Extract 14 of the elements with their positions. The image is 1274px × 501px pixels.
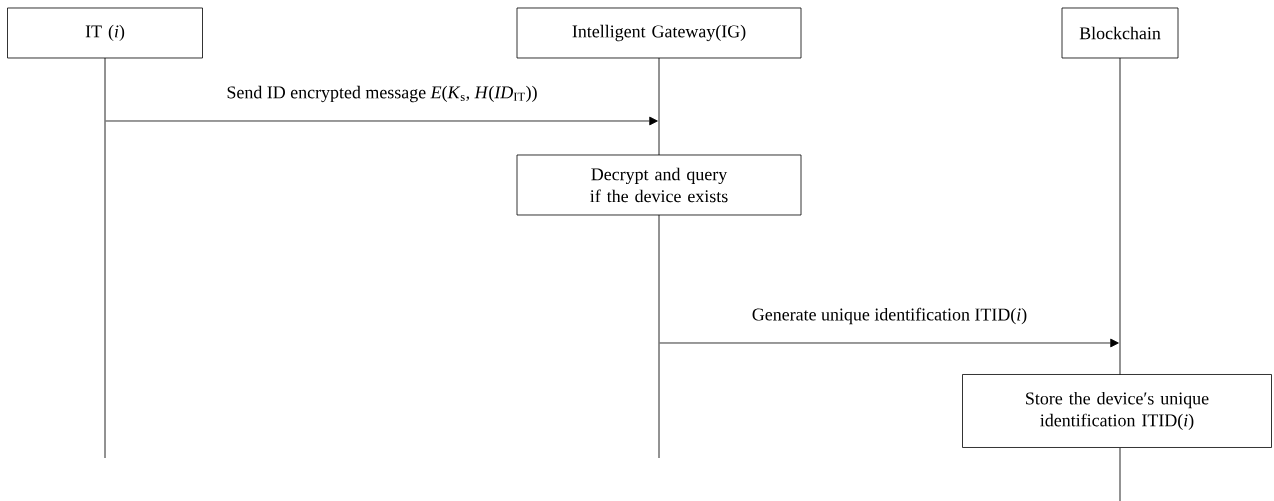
edge-label: Generate unique identification ITID(i) (752, 307, 1027, 325)
lifeline (1119, 448, 1121, 501)
message-arrow (105, 116, 658, 126)
lifeline (658, 58, 660, 155)
lifeline (658, 215, 660, 458)
activity-box: Decrypt and query if the device exists (516, 154, 802, 216)
lifeline-header-box: Blockchain (1061, 7, 1179, 59)
activity-box: Store the device′s unique identification ITID(i) (962, 374, 1272, 448)
edge-label: Send ID encrypted message E(K$_{s}$, H(ID$_{IT}$)) (227, 85, 537, 103)
lifeline-header-box: IT (i) (7, 7, 203, 59)
lifeline (104, 58, 106, 458)
lifeline (1119, 58, 1121, 375)
message-arrow (659, 338, 1119, 348)
lifeline-header-box: Intelligent Gateway(IG) (516, 7, 802, 59)
